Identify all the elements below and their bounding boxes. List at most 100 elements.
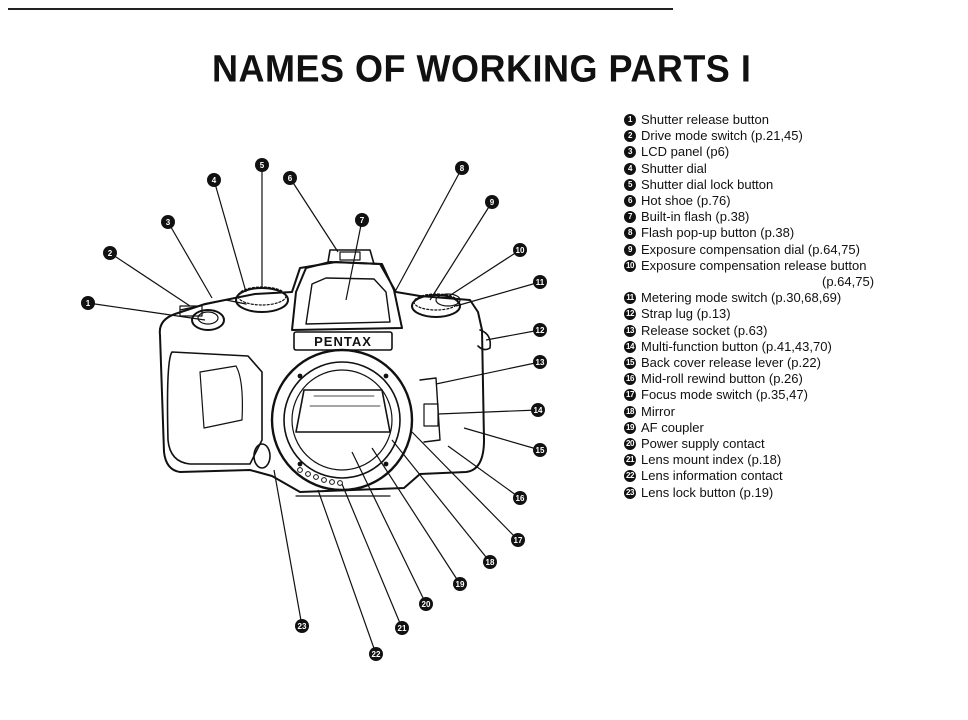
part-number-badge: 9: [624, 243, 636, 256]
callout-badge: 15: [533, 443, 547, 457]
hot-shoe: [327, 249, 375, 265]
top-rule: [8, 8, 673, 10]
mirror: [295, 389, 391, 433]
part-name: Shutter dial: [641, 160, 707, 176]
callout-badge: 16: [513, 491, 527, 505]
leader-line: [395, 167, 463, 291]
part-number-badge: 14: [624, 340, 636, 353]
exposure-dial-body: [411, 294, 461, 318]
callout-number: 5: [260, 161, 265, 170]
part-name: Exposure compensation dial (p.64,75): [641, 241, 860, 257]
callout-number: 14: [534, 406, 543, 415]
hand-grip: [166, 351, 263, 465]
part-name: Focus mode switch (p.35,47): [641, 387, 808, 403]
callout-badge: 2: [103, 246, 117, 260]
leader-line: [341, 483, 403, 629]
callout-badge: 10: [513, 243, 527, 257]
callout-number: 9: [490, 198, 495, 207]
leader-line: [273, 469, 303, 627]
leader-line: [345, 219, 363, 301]
leader-line: [109, 252, 191, 307]
lens-mount-outer: [270, 348, 414, 492]
part-name: Drive mode switch (p.21,45): [641, 128, 803, 144]
callout-number: 21: [398, 624, 407, 633]
callout-badge: 20: [419, 597, 433, 611]
part-number-badge: 11: [624, 292, 636, 305]
camera-body: [158, 261, 485, 493]
leader-line: [87, 302, 206, 321]
callout-badge: 3: [161, 215, 175, 229]
part-name: Hot shoe (p.76): [641, 193, 731, 209]
lens-contacts: [297, 467, 343, 486]
callout-badge: 7: [355, 213, 369, 227]
leader-line: [437, 409, 539, 415]
leader-lines: [87, 165, 541, 655]
callout-badge: 4: [207, 173, 221, 187]
part-number-badge: 8: [624, 227, 636, 240]
callout-number: 20: [422, 600, 431, 609]
pentaprism: [291, 261, 403, 331]
part-item: 3 LCD panel (p6): [624, 144, 874, 160]
callout-number: 23: [298, 622, 307, 631]
leader-line: [445, 249, 521, 299]
part-item: 9 Exposure compensation dial (p.64,75): [624, 242, 874, 258]
leader-line: [167, 221, 213, 299]
lens-mount-inner: [283, 361, 401, 479]
callout-number: 12: [536, 326, 545, 335]
callout-badge: 23: [295, 619, 309, 633]
part-number-badge: 20: [624, 438, 636, 451]
callout-badge: 6: [283, 171, 297, 185]
part-number-badge: 1: [624, 114, 636, 126]
part-name-continued: (p.64,75): [822, 274, 875, 290]
part-number-badge: 22: [624, 470, 636, 483]
callout-number: 2: [108, 249, 113, 258]
part-number-badge: 4: [624, 162, 636, 175]
part-number-badge: 21: [624, 454, 636, 467]
callout-badge: 17: [511, 533, 525, 547]
part-name: Shutter release button: [641, 112, 769, 127]
part-name: LCD panel (p6): [641, 144, 730, 160]
part-name: Power supply contact: [641, 436, 765, 452]
leader-line: [317, 489, 377, 655]
part-name: Multi-function button (p.41,43,70): [641, 338, 832, 354]
callout-number: 1: [86, 299, 91, 308]
callout-number: 8: [460, 164, 465, 173]
part-name: Lens information contact: [641, 468, 783, 484]
callout-number: 19: [456, 580, 465, 589]
callout-number: 4: [212, 176, 217, 185]
callout-number: 16: [516, 494, 525, 503]
part-number-badge: 16: [624, 373, 636, 386]
part-number-badge: 15: [624, 357, 636, 370]
callout-number: 6: [288, 174, 293, 183]
part-number-badge: 13: [624, 324, 636, 337]
part-name: Flash pop-up button (p.38): [641, 225, 795, 241]
part-number-badge: 12: [624, 308, 636, 321]
part-number-badge: 6: [624, 195, 636, 208]
callout-badge: 1: [81, 296, 95, 310]
part-name: Metering mode switch (p.30,68,69): [641, 290, 842, 306]
part-number-badge: 23: [624, 486, 636, 499]
part-name: Exposure compensation release button: [641, 257, 867, 273]
part-number-badge: 19: [624, 421, 636, 434]
leader-line: [447, 445, 521, 499]
part-number-badge: 3: [624, 146, 636, 159]
leader-line: [435, 361, 541, 385]
part-item: 22 Lens information contact: [624, 468, 874, 484]
callout-badge: 19: [453, 577, 467, 591]
part-item: 14 Multi-function button (p.41,43,70): [624, 339, 874, 355]
callout-number: 22: [372, 650, 381, 659]
part-item: 1 Shutter release button: [624, 112, 874, 128]
part-name: Built-in flash (p.38): [641, 209, 750, 225]
leader-line: [213, 179, 247, 293]
callout-number: 10: [516, 246, 525, 255]
lcd-window: [179, 305, 203, 317]
